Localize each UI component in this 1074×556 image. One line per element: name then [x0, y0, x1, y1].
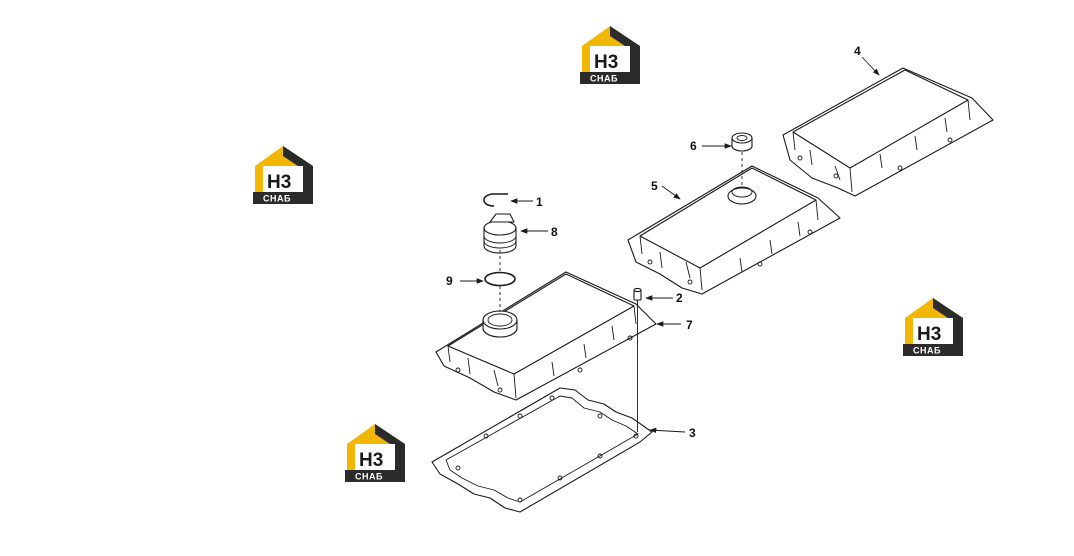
part-1-clip: [483, 193, 508, 207]
watermark-main-text: H3: [594, 52, 618, 73]
watermark-logo-right: H3 CHAБ: [903, 298, 963, 356]
leader-arrows: [460, 56, 880, 434]
watermark-logo-bottom: H3 CHAБ: [345, 424, 405, 482]
watermark-sub-text: CHAБ: [355, 472, 383, 482]
callout-9: 9: [446, 274, 453, 288]
watermark-sub-text: CHAБ: [913, 346, 941, 356]
watermark-logo-left: H3 CHAБ: [253, 146, 313, 204]
watermark-sub-text: CHAБ: [263, 194, 291, 204]
watermark-main-text: H3: [359, 450, 383, 471]
callout-1: 1: [536, 195, 543, 209]
part-7-valve-cover: [435, 271, 657, 401]
part-3-gasket: [431, 387, 653, 513]
callout-8: 8: [551, 225, 558, 239]
part-8-plug: [483, 213, 517, 254]
watermark-main-text: H3: [267, 172, 291, 193]
watermark-logo-top: H3 CHAБ: [580, 26, 640, 84]
part-4-valve-cover: [782, 67, 994, 197]
callout-3: 3: [689, 426, 696, 440]
part-6-cap: [731, 132, 753, 152]
callout-2: 2: [676, 291, 683, 305]
watermark-sub-text: CHAБ: [590, 74, 618, 84]
part-5-valve-cover: [627, 165, 841, 295]
part-9-o-ring: [484, 271, 516, 287]
callout-6: 6: [690, 139, 697, 153]
callout-7: 7: [686, 318, 693, 332]
callout-5: 5: [651, 179, 658, 193]
callout-4: 4: [854, 44, 861, 58]
watermark-main-text: H3: [917, 324, 941, 345]
part-2-bolt: [633, 287, 642, 432]
